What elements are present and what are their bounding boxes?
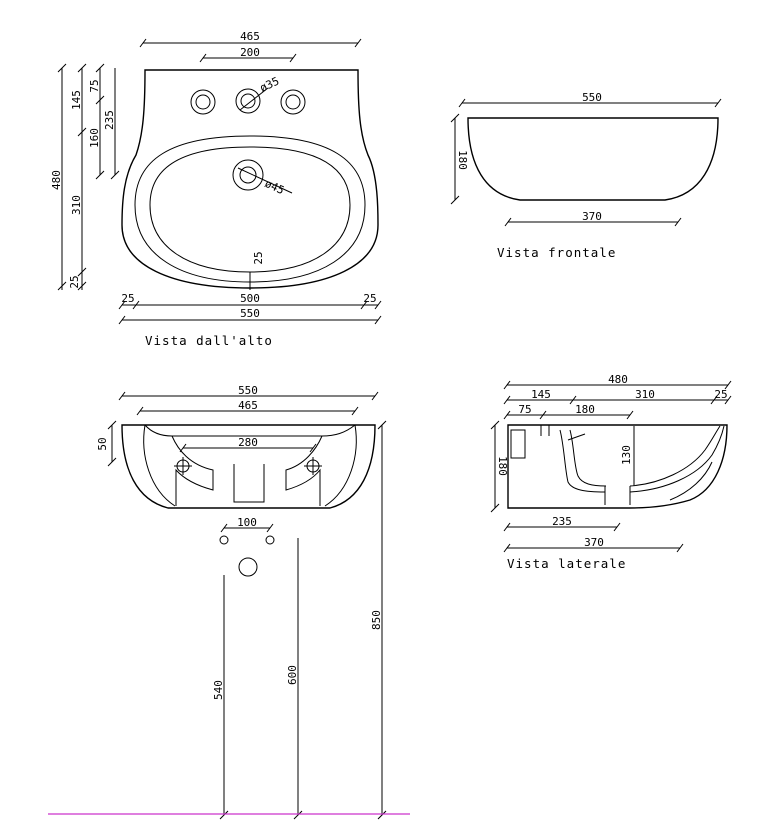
dim-top-25r: 25 (363, 292, 376, 305)
dim-top-75: 75 (88, 79, 101, 92)
dim-front-550: 550 (582, 91, 602, 104)
dim-side-25: 25 (714, 388, 727, 401)
dim-top-25b: 25 (252, 251, 265, 264)
dim-top-235: 235 (103, 110, 116, 130)
elevation-shell-left (143, 424, 176, 507)
dim-elev-540: 540 (212, 680, 225, 700)
elevation-shell-right (324, 424, 357, 507)
tap-hole-right-inner (285, 94, 301, 110)
drain-hole-icon (232, 159, 264, 191)
dim-side-180: 180 (575, 403, 595, 416)
dim-elev-550: 550 (238, 384, 258, 397)
elevation-view: 550 465 280 50 100 540 600 850 (48, 384, 410, 820)
dim-top-d35: ø35 (258, 75, 282, 95)
front-view: 550 180 370 Vista frontale (450, 91, 722, 260)
pedestal-hole-left-icon (219, 535, 229, 545)
side-bowl-section (559, 425, 725, 505)
dim-top-145: 145 (70, 90, 83, 110)
dim-top-500: 500 (240, 292, 260, 305)
side-front-lip (669, 461, 713, 501)
dim-elev-600: 600 (286, 665, 299, 685)
pedestal-hole-right-icon (265, 535, 275, 545)
caption-side-view: Vista laterale (507, 556, 626, 571)
dim-top-160: 160 (88, 128, 101, 148)
side-basin-outline (507, 424, 728, 509)
pedestal-waste-hole-icon (238, 557, 258, 577)
dim-top-d45: ø45 (263, 177, 287, 197)
tap-hole-center-inner (240, 93, 256, 109)
top-bowl-outer-rim (134, 135, 366, 283)
dim-top-25l: 25 (121, 292, 134, 305)
top-view: 465 200 ø35 ø45 480 145 310 25 75 160 23… (50, 30, 382, 348)
caption-top-view: Vista dall'alto (145, 333, 273, 348)
dim-side-370: 370 (584, 536, 604, 549)
elevation-pedestal-top (171, 435, 323, 506)
dim-side-235: 235 (552, 515, 572, 528)
tap-hole-left-inner (195, 94, 211, 110)
tap-hole-right-icon (280, 89, 306, 115)
top-bowl-inner (149, 146, 351, 273)
tap-hole-left-icon (190, 89, 216, 115)
dim-elev-280: 280 (238, 436, 258, 449)
dim-front-370: 370 (582, 210, 602, 223)
dim-side-130: 130 (620, 445, 633, 465)
dim-top-550: 550 (240, 307, 260, 320)
dim-top-480: 480 (50, 170, 63, 190)
dim-top-25a: 25 (68, 275, 81, 288)
elevation-trap (233, 464, 265, 503)
tap-hole-center-icon (235, 88, 261, 114)
dim-side-310: 310 (635, 388, 655, 401)
dim-side-480: 480 (608, 373, 628, 386)
dim-elev-50: 50 (96, 437, 109, 450)
dim-front-180: 180 (456, 150, 469, 170)
dim-top-465: 465 (240, 30, 260, 43)
dim-top-310: 310 (70, 195, 83, 215)
dim-elev-100: 100 (237, 516, 257, 529)
elevation-basin-outline (121, 424, 376, 509)
dim-side-145: 145 (531, 388, 551, 401)
drain-hole-inner (239, 166, 257, 184)
caption-front-view: Vista frontale (497, 245, 616, 260)
side-tap-block (510, 429, 526, 459)
elevation-bowl-inner (144, 424, 356, 437)
dim-top-200: 200 (240, 46, 260, 59)
dim-side-180v: 180 (496, 456, 509, 476)
side-view: 480 145 310 25 75 180 130 180 235 370 Vi… (490, 373, 732, 571)
dim-elev-850: 850 (370, 610, 383, 630)
front-basin-outline (467, 117, 719, 201)
dim-elev-465: 465 (238, 399, 258, 412)
dim-side-75: 75 (518, 403, 531, 416)
